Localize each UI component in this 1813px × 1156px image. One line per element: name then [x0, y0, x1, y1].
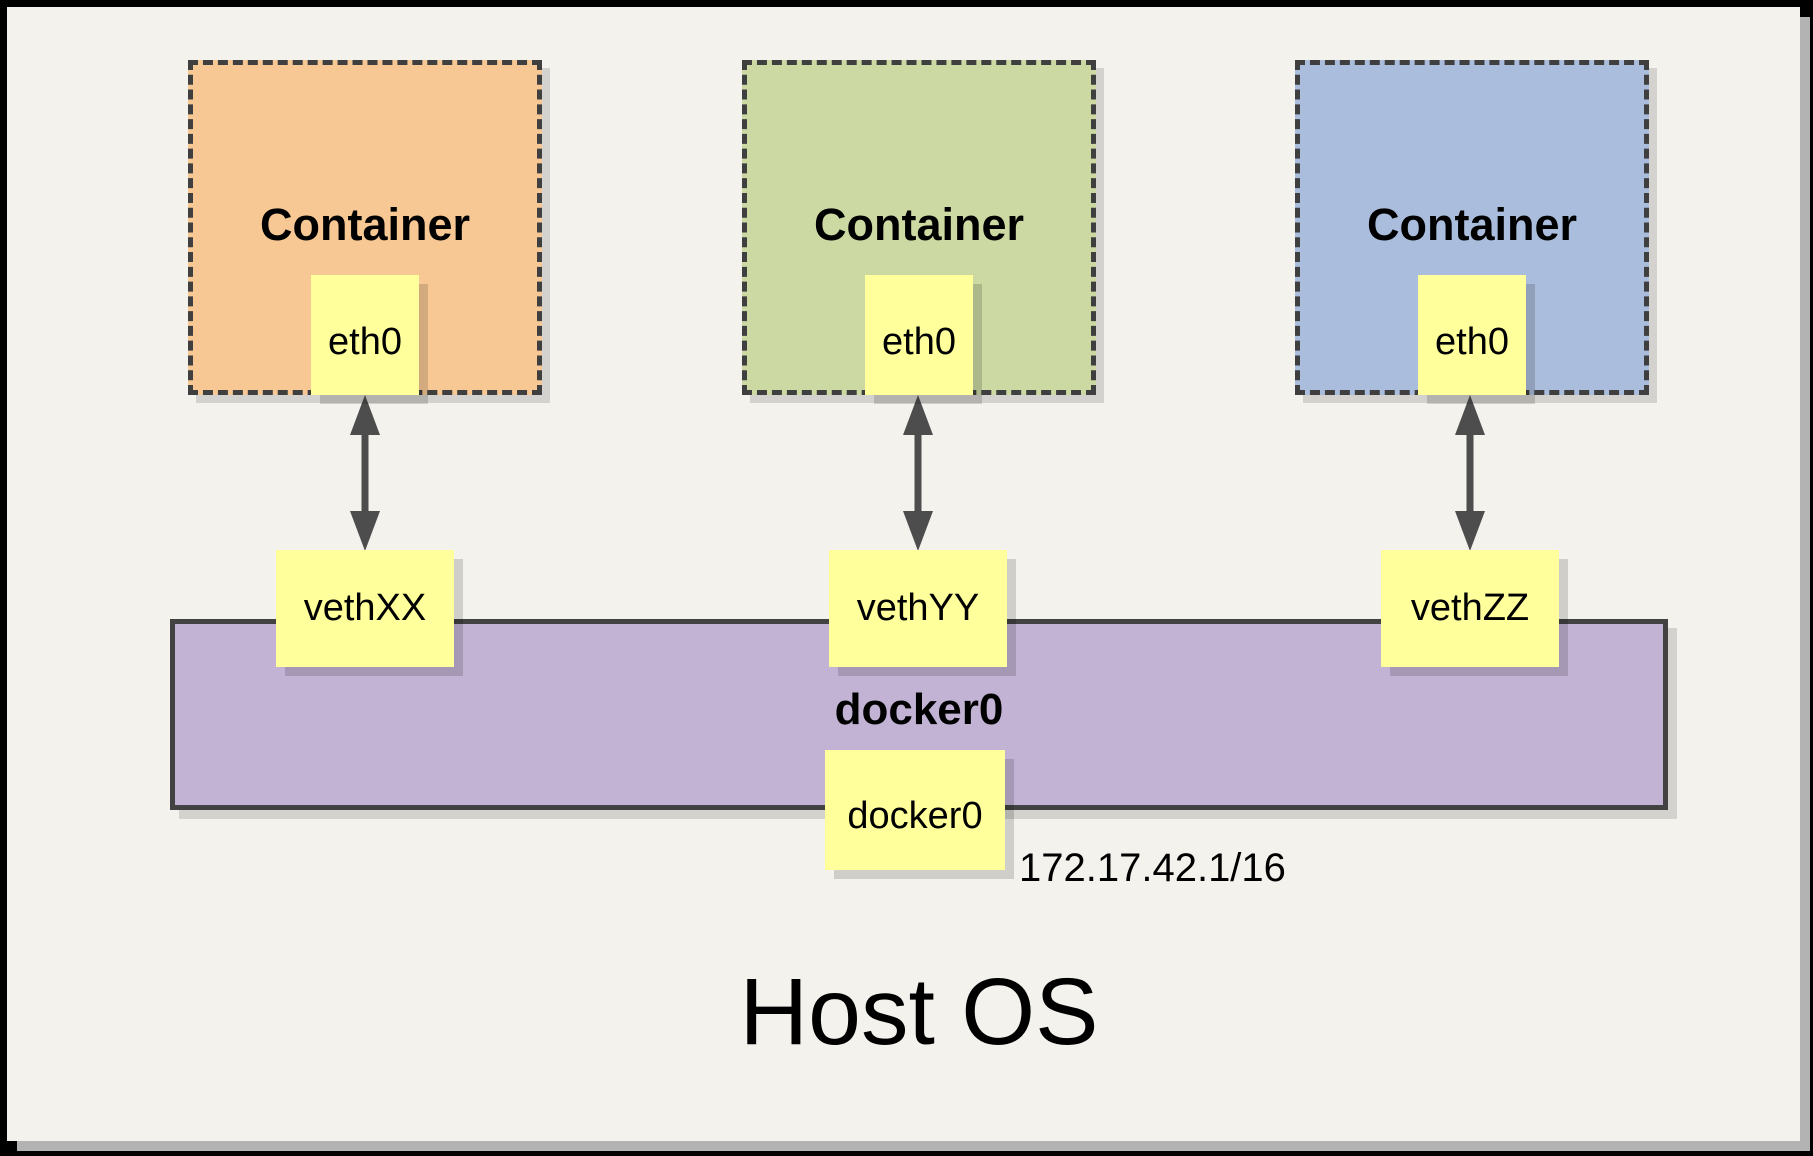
container-box-2: Container eth0: [742, 60, 1096, 395]
docker0-bridge-label: docker0: [834, 685, 1004, 734]
eth0-label-2: eth0: [882, 320, 956, 363]
veth-label-3: vethZZ: [1410, 587, 1530, 629]
docker0-interface-label: docker0: [847, 794, 983, 837]
diagram-canvas: Container eth0 Container eth0 Container …: [7, 7, 1800, 1141]
container-box-3: Container eth0: [1295, 60, 1649, 395]
host-os-label: Host OS: [739, 959, 1099, 1065]
eth0-interface-box-3: eth0: [1418, 275, 1526, 395]
bridge-subnet-label: 172.17.42.1/16: [1019, 846, 1286, 890]
veth-box-1: vethXX: [276, 550, 454, 667]
veth-link-arrow-icon-1: [350, 395, 380, 551]
veth-label-2: vethYY: [856, 587, 980, 629]
container-title-2: Container: [813, 199, 1024, 250]
veth-link-arrow-icon-2: [903, 395, 933, 551]
eth0-interface-box-2: eth0: [865, 275, 973, 395]
eth0-label-1: eth0: [328, 320, 402, 363]
veth-box-3: vethZZ: [1381, 550, 1559, 667]
eth0-label-3: eth0: [1435, 320, 1509, 363]
container-title-3: Container: [1366, 199, 1577, 250]
container-box-1: Container eth0: [188, 60, 542, 395]
eth0-interface-box-1: eth0: [311, 275, 419, 395]
container-title-1: Container: [259, 199, 470, 250]
docker0-interface-box: docker0: [825, 750, 1005, 870]
veth-link-arrow-icon-3: [1455, 395, 1485, 551]
veth-box-2: vethYY: [829, 550, 1007, 667]
veth-label-1: vethXX: [303, 587, 427, 629]
